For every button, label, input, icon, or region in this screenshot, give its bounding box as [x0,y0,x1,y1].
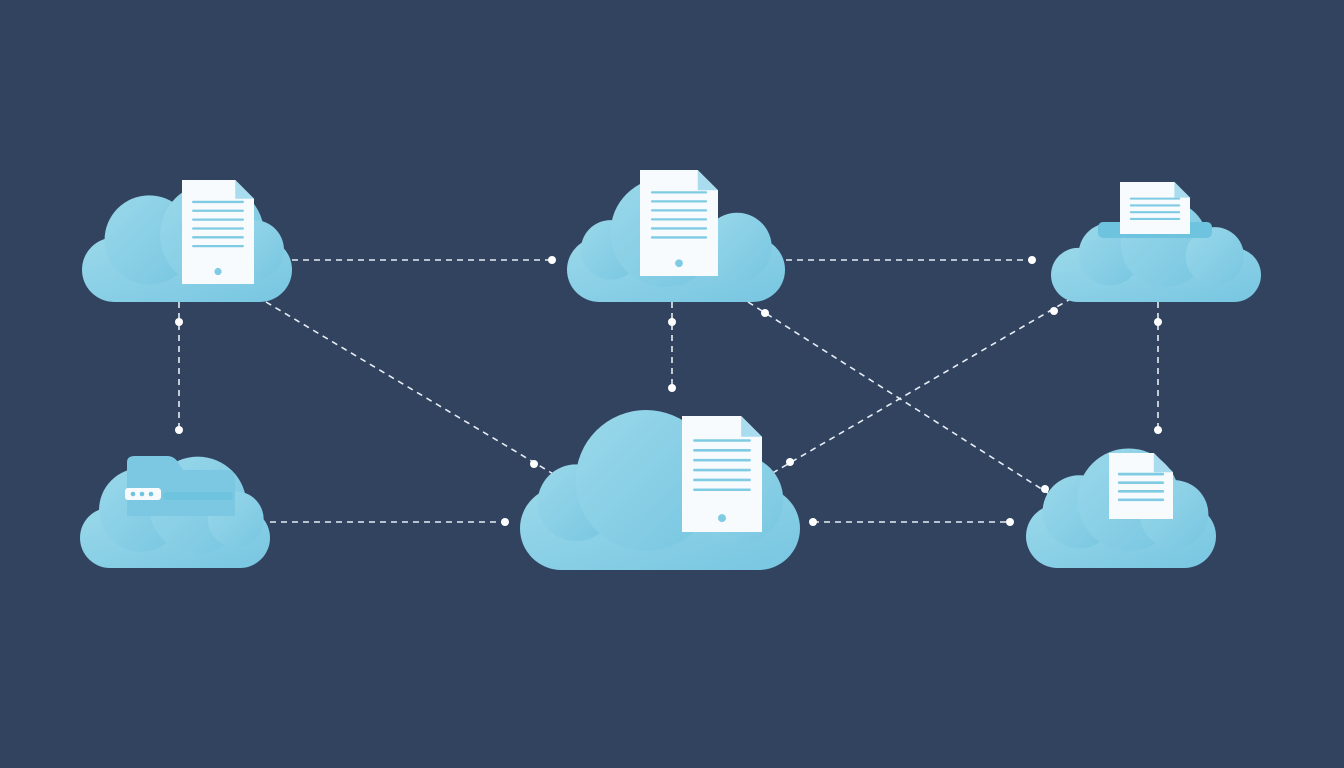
cloud-top-center[interactable] [567,170,785,302]
document-icon [1109,453,1173,519]
document-icon [682,416,762,532]
document-icon [1120,182,1190,234]
connector-dot [1050,307,1058,315]
connector-dot [548,256,556,264]
connector-cloud-top-left-to-cloud-bottom-left [175,302,183,434]
document-icon [640,170,718,276]
connector-dot [1006,518,1014,526]
connector-cloud-bottom-left-to-cloud-bottom-center [270,518,509,526]
folder-icon [125,456,235,516]
connector-dot [786,458,794,466]
connector-cloud-top-center-to-cloud-bottom-center [668,302,676,392]
connector-cloud-top-center-to-cloud-top-right [786,256,1036,264]
document-tray-icon [1098,182,1212,238]
connector-cloud-bottom-center-to-cloud-bottom-right [809,518,1014,526]
connector-cloud-top-right-to-cloud-bottom-right [1154,302,1162,434]
cloud-bottom-center[interactable] [520,410,800,570]
connector-cloud-top-left-to-cloud-bottom-center [265,301,561,479]
cloud-bottom-right[interactable] [1026,448,1216,568]
cloud-top-left[interactable] [82,180,292,302]
document-icon [182,180,254,284]
connector-dot [1154,426,1162,434]
connector-dot [175,318,183,326]
dashed-link [763,297,1073,479]
dashed-link [265,301,561,479]
connector-dot [1154,318,1162,326]
connector-cloud-top-center-to-cloud-bottom-right [747,301,1063,503]
connector-dot [530,460,538,468]
connector-dot [501,518,509,526]
cloud-layer [80,170,1261,570]
cloud-bottom-left[interactable] [80,456,270,568]
connector-dot [761,309,769,317]
connector-dot [809,518,817,526]
connector-dot [175,426,183,434]
connector-cloud-top-left-to-cloud-top-center [292,256,556,264]
connector-layer [175,256,1162,526]
connector-dot [1028,256,1036,264]
connector-dot [1041,485,1049,493]
connector-dot [668,318,676,326]
connector-cloud-top-right-to-cloud-bottom-center [763,297,1073,479]
dashed-link [747,301,1063,503]
cloud-top-right[interactable] [1051,182,1261,302]
connector-dot [668,384,676,392]
